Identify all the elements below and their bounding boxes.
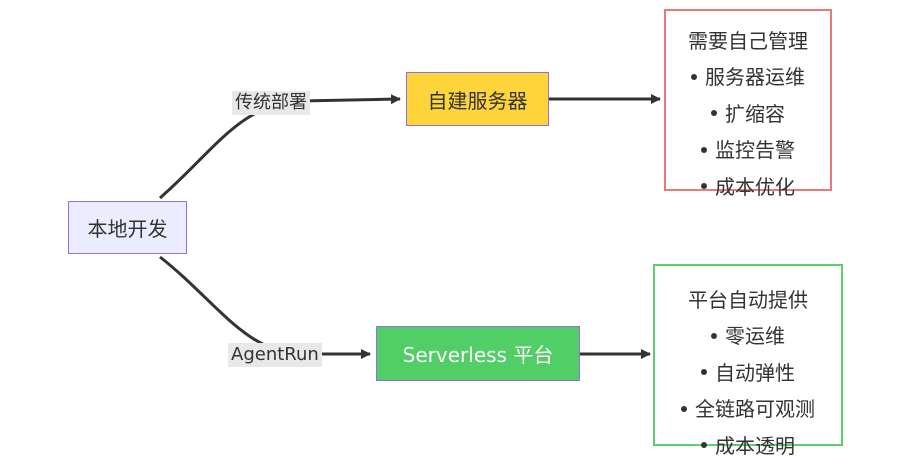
list-item: 全链路可观测 [655, 391, 841, 427]
list-item: 成本透明 [655, 428, 841, 464]
bullet-icon [711, 332, 717, 339]
edge-local-to-serverless [159, 255, 371, 359]
node-serverless: Serverless 平台 [376, 326, 580, 381]
list-item: 扩缩容 [666, 96, 830, 132]
edge-label-traditional: 传统部署 [232, 91, 310, 115]
bullet-icon [681, 405, 687, 412]
node-self-server: 自建服务器 [406, 72, 549, 126]
manage-box: 需要自己管理 服务器运维 扩缩容 监控告警 成本优化 [664, 9, 832, 199]
list-item: 监控告警 [666, 132, 830, 168]
provide-box-title: 平台自动提供 [688, 288, 808, 312]
bullet-icon [711, 110, 717, 117]
bullet-icon [701, 183, 707, 190]
list-item: 成本优化 [666, 169, 830, 205]
bullet-icon [691, 73, 697, 80]
bullet-icon [701, 146, 707, 153]
edge-label-agentrun: AgentRun [228, 343, 322, 367]
list-item: 零运维 [655, 318, 841, 354]
bullet-icon [701, 442, 707, 449]
list-item: 服务器运维 [666, 59, 830, 95]
node-local-dev: 本地开发 [68, 201, 187, 254]
bullet-icon [701, 369, 707, 376]
list-item: 自动弹性 [655, 355, 841, 391]
manage-box-title: 需要自己管理 [688, 29, 808, 53]
provide-box: 平台自动提供 零运维 自动弹性 全链路可观测 成本透明 [653, 264, 843, 458]
